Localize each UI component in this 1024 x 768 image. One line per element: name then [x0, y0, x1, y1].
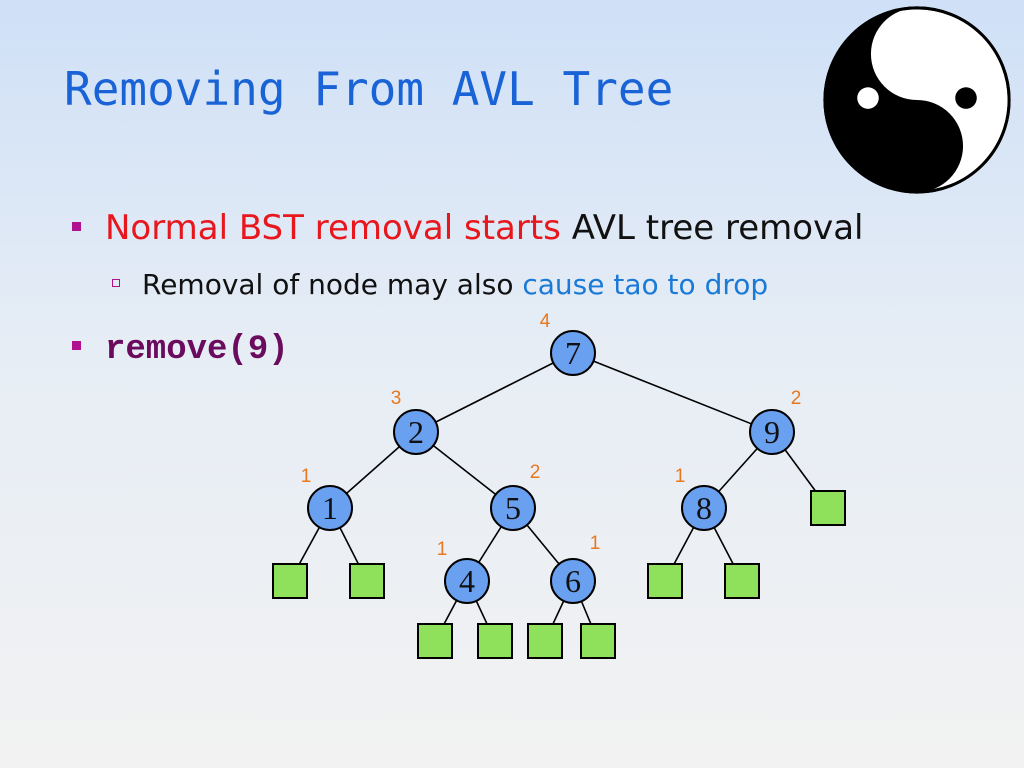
- node-height-label: 1: [301, 466, 312, 487]
- node-height-label: 2: [791, 388, 802, 409]
- node-height-label: 1: [437, 539, 448, 560]
- slide-title: Removing From AVL Tree: [64, 62, 674, 116]
- node-height-label: 2: [530, 462, 541, 483]
- null-leaf: [349, 563, 385, 599]
- tree-node-1: [307, 485, 353, 531]
- node-label: 9: [764, 414, 780, 450]
- null-leaf: [477, 623, 513, 659]
- tree-edge: [415, 352, 574, 433]
- node-label: 8: [696, 490, 712, 526]
- node-label: 5: [505, 490, 521, 526]
- node-height-label: 4: [540, 311, 551, 332]
- tree-node-4: [444, 558, 490, 604]
- null-leaf: [810, 490, 846, 526]
- tree-edge: [572, 352, 773, 433]
- tree-node-2: [393, 409, 439, 455]
- node-height-label: 1: [590, 533, 601, 554]
- null-leaf: [647, 563, 683, 599]
- tree-node-6: [550, 558, 596, 604]
- node-height-label: 1: [675, 466, 686, 487]
- null-leaf: [527, 623, 563, 659]
- node-label: 2: [408, 414, 424, 450]
- null-leaf: [272, 563, 308, 599]
- tree-node-5: [490, 485, 536, 531]
- tree-node-7: [550, 330, 596, 376]
- tree-leaves: [272, 490, 846, 659]
- node-label: 4: [459, 563, 475, 599]
- yin-yang-icon: [823, 6, 1011, 194]
- node-label: 1: [322, 490, 338, 526]
- null-leaf: [417, 623, 453, 659]
- node-label: 6: [565, 563, 581, 599]
- tree-node-8: [681, 485, 727, 531]
- null-leaf: [580, 623, 616, 659]
- node-label: 7: [565, 335, 581, 371]
- tree-node-9: [749, 409, 795, 455]
- node-height-label: 3: [391, 388, 402, 409]
- null-leaf: [724, 563, 760, 599]
